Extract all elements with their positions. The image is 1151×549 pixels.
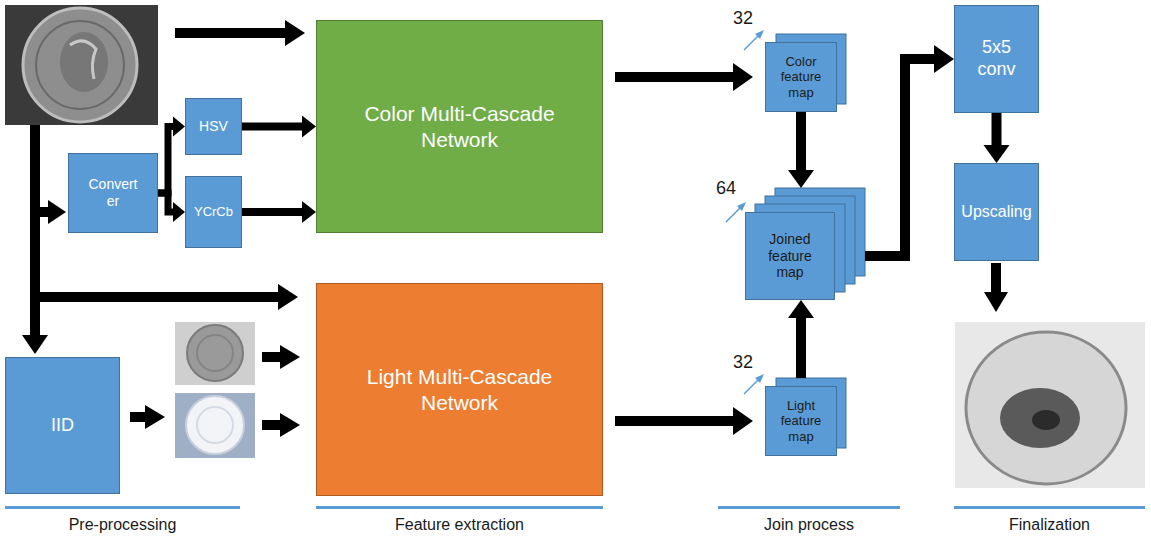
node-text: HSV xyxy=(199,118,228,135)
input-coin-image xyxy=(5,5,158,125)
process-box: IID xyxy=(5,357,120,494)
node-text: IID xyxy=(51,415,74,437)
flow-arrow xyxy=(615,63,753,91)
node-text: Upscaling xyxy=(961,202,1031,221)
channel-count: 32 xyxy=(733,352,753,373)
arrow-line xyxy=(796,112,806,171)
flow-arrow xyxy=(984,113,1010,163)
process-box: HSV xyxy=(185,98,242,155)
channel-count: 32 xyxy=(733,8,753,29)
flow-arrow xyxy=(788,300,814,378)
arrow-line xyxy=(242,123,303,131)
feature-map: Light feature map xyxy=(765,386,837,456)
process-box: YCrCb xyxy=(185,176,242,248)
arrow-head xyxy=(934,45,954,73)
section-label: Join process xyxy=(718,516,900,534)
flow-arrow xyxy=(158,193,185,222)
arrow-line xyxy=(796,317,806,378)
arrow-head xyxy=(733,407,753,435)
node-text: YCrCb xyxy=(194,204,233,220)
section-label: Feature extraction xyxy=(316,516,603,534)
node-text: Color Multi-Cascade Network xyxy=(340,101,580,151)
process-box: Upscaling xyxy=(954,163,1039,261)
section-label: Pre-processing xyxy=(5,516,240,534)
section-rule xyxy=(5,506,1145,509)
node-text: Convert er xyxy=(85,176,141,210)
arrow-line xyxy=(865,59,935,256)
output-coin-image xyxy=(955,322,1145,488)
network-box: Color Multi-Cascade Network xyxy=(316,20,603,233)
process-box: 5x5 conv xyxy=(954,5,1039,113)
channel-count: 64 xyxy=(716,178,736,199)
arrow-head xyxy=(302,201,316,223)
flow-arrow xyxy=(158,117,185,194)
arrow-head xyxy=(984,145,1010,163)
flow-arrow xyxy=(615,407,753,435)
node-text: Color feature map xyxy=(770,54,832,101)
arrow-head xyxy=(733,63,753,91)
arrow-head xyxy=(173,117,185,137)
node-text: Joined feature map xyxy=(755,231,825,281)
arrow-line xyxy=(158,193,174,212)
arrow-head xyxy=(788,300,814,318)
section-label: Finalization xyxy=(954,516,1145,534)
node-text: 5x5 conv xyxy=(974,37,1020,80)
arrow-head xyxy=(173,202,185,222)
node-text: Light Multi-Cascade Network xyxy=(340,364,580,414)
feature-map: Joined feature map xyxy=(745,212,835,300)
node-text: Light feature map xyxy=(770,398,832,445)
arrow-head xyxy=(302,116,316,138)
flow-arrow xyxy=(242,201,316,223)
network-box: Light Multi-Cascade Network xyxy=(316,283,603,496)
arrow-head xyxy=(788,170,814,188)
flow-arrow xyxy=(788,112,814,188)
flow-arrow xyxy=(242,116,316,138)
arrow-line xyxy=(242,208,303,216)
shading-coin-image xyxy=(175,393,255,458)
arrow-line xyxy=(158,127,174,194)
flow-arrow xyxy=(865,45,954,256)
flow-arrow xyxy=(22,20,1008,437)
arrow-line xyxy=(615,416,734,426)
process-box: Convert er xyxy=(68,153,158,233)
feature-map: Color feature map xyxy=(765,42,837,112)
arrow-line xyxy=(992,113,1002,146)
reflectance-coin-image xyxy=(175,322,255,385)
arrow-line xyxy=(615,72,734,82)
